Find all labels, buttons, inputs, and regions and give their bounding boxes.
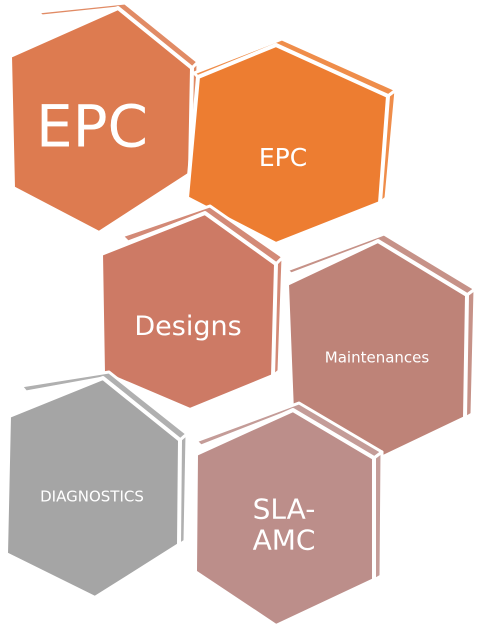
hex-designs-shape xyxy=(99,204,285,412)
hex-designs-face xyxy=(99,211,278,412)
hex-sla-amc-shape xyxy=(193,401,384,628)
hex-epc-shape xyxy=(185,37,398,246)
hex-label-designs: Designs xyxy=(134,310,242,342)
hex-diagnostics-face xyxy=(4,376,182,600)
hex-diagnostics-shape xyxy=(4,370,189,600)
hex-epc-large-face xyxy=(8,6,194,235)
hex-epc-face xyxy=(185,43,390,246)
hex-label-epc-large: EPC xyxy=(35,92,149,161)
hex-label-maintenances: Maintenances xyxy=(324,348,430,367)
hex-label-sla-amc: SLA- AMC xyxy=(252,492,316,557)
hex-label-diagnostics: DIAGNOSTICS xyxy=(40,487,144,506)
hex-sla-amc-face xyxy=(193,408,376,628)
hex-label-epc: EPC xyxy=(258,143,308,172)
